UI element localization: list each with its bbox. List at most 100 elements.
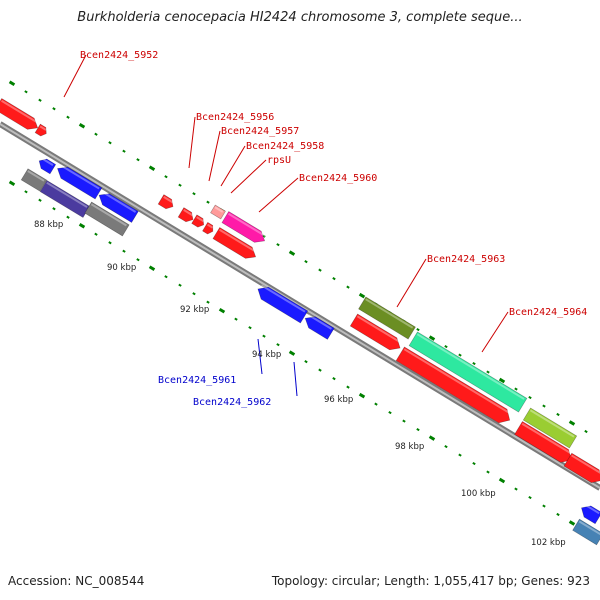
gene-feature-red-block[interactable]: [212, 227, 259, 263]
gene-feature-red-tail[interactable]: [514, 421, 576, 467]
upper-tick: [486, 370, 490, 374]
callout-leader-line: [257, 338, 263, 375]
lower-tick: [164, 275, 168, 279]
gene-feature-5952[interactable]: [0, 98, 41, 134]
callout-leader-line: [220, 145, 246, 187]
callout-leader-line: [396, 258, 427, 308]
gene-label[interactable]: Bcen2424_5956: [196, 112, 274, 123]
gene-feature-blue-1[interactable]: [36, 156, 57, 175]
gene-feature-5963[interactable]: [358, 296, 416, 340]
upper-tick-row: [8, 80, 588, 434]
gene-feature-purple[interactable]: [39, 180, 91, 218]
map-title: Burkholderia cenocepacia HI2424 chromoso…: [77, 10, 523, 25]
gene-label[interactable]: Bcen2424_5963: [427, 254, 505, 265]
upper-tick: [528, 395, 532, 400]
lower-tick: [472, 461, 476, 466]
lower-tick: [108, 241, 112, 245]
gene-feature-5962[interactable]: [302, 313, 335, 340]
lower-tick: [276, 343, 280, 347]
upper-tick: [444, 344, 448, 349]
gene-features: [0, 98, 600, 546]
lower-tick: [556, 512, 560, 517]
gene-label[interactable]: Bcen2424_5962: [193, 397, 271, 408]
gene-label[interactable]: Bcen2424_5957: [221, 126, 299, 137]
upper-tick: [276, 243, 280, 247]
gene-feature-grey-1[interactable]: [20, 168, 48, 192]
upper-tick: [498, 377, 506, 384]
upper-tick: [24, 90, 28, 94]
kbp-label-94: 94 kbp: [252, 350, 281, 360]
upper-tick: [584, 429, 588, 434]
gene-feature-5958[interactable]: [191, 214, 207, 229]
kbp-label-92: 92 kbp: [180, 305, 209, 315]
lower-tick: [94, 232, 98, 236]
kbp-label-96: 96 kbp: [324, 395, 353, 405]
gene-feature-5956[interactable]: [157, 194, 176, 212]
callout-leader-line: [208, 130, 221, 182]
upper-tick: [192, 192, 196, 196]
upper-tick: [52, 107, 56, 111]
upper-tick: [262, 234, 266, 238]
lower-tick: [206, 300, 210, 304]
upper-tick: [136, 158, 140, 162]
upper-tick: [472, 361, 476, 366]
lower-tick: [136, 258, 140, 262]
lower-tick: [38, 198, 42, 202]
lower-tick: [148, 265, 156, 271]
lower-tick: [346, 385, 350, 389]
upper-tick: [108, 141, 112, 145]
gene-label[interactable]: Bcen2424_5960: [299, 173, 377, 184]
gene-feature-5960[interactable]: [221, 211, 268, 247]
gene-feature-pink-small[interactable]: [210, 204, 226, 220]
gene-feature-grey-2[interactable]: [84, 201, 130, 237]
gene-feature-red-edge[interactable]: [563, 452, 600, 487]
lower-tick: [52, 207, 56, 211]
accession-text: Accession: NC_008544: [8, 574, 145, 588]
gene-feature-blue-3[interactable]: [96, 190, 139, 223]
gene-feature-blue-edge[interactable]: [578, 502, 600, 525]
upper-tick: [556, 412, 560, 417]
callout-leader-line: [230, 159, 267, 194]
lower-tick: [514, 487, 518, 491]
upper-tick: [346, 285, 350, 289]
gene-feature-rpsU[interactable]: [202, 221, 216, 235]
gene-feature-steel-edge[interactable]: [572, 518, 600, 546]
gene-feature-red-5963b[interactable]: [349, 313, 403, 354]
gene-feature-5964[interactable]: [408, 331, 528, 413]
callout-leader-line: [481, 311, 509, 353]
lower-tick: [66, 215, 70, 219]
kbp-label-90: 90 kbp: [107, 263, 136, 273]
lower-tick: [248, 326, 252, 330]
upper-tick: [458, 353, 462, 357]
lower-tick: [304, 360, 308, 364]
gene-label[interactable]: Bcen2424_5964: [509, 307, 587, 318]
gene-label[interactable]: Bcen2424_5961: [158, 375, 236, 386]
kbp-label-88: 88 kbp: [34, 220, 63, 230]
gene-feature-5957[interactable]: [177, 207, 196, 225]
lower-tick: [332, 377, 336, 381]
gene-feature-red-5964b[interactable]: [395, 346, 514, 427]
kbp-label-100: 100 kbp: [461, 489, 496, 499]
lower-tick: [218, 307, 226, 314]
gene-feature-small[interactable]: [34, 123, 49, 138]
lower-tick: [568, 520, 576, 526]
upper-tick: [304, 260, 308, 264]
backbone-highlight: [0, 123, 600, 489]
upper-tick: [164, 175, 168, 179]
lower-tick: [428, 435, 436, 441]
gene-label[interactable]: Bcen2424_5958: [246, 141, 324, 152]
upper-tick: [78, 123, 86, 129]
lower-tick: [122, 249, 126, 253]
gene-feature-5961[interactable]: [254, 283, 309, 324]
lower-tick: [416, 428, 420, 432]
kbp-label-102: 102 kbp: [531, 538, 566, 548]
lower-tick: [498, 477, 506, 484]
gene-label[interactable]: rpsU: [267, 155, 291, 166]
gene-feature-blue-2[interactable]: [54, 163, 103, 200]
lower-tick: [262, 334, 266, 338]
lower-tick: [24, 190, 28, 194]
gene-label[interactable]: Bcen2424_5952: [80, 50, 158, 61]
lower-tick: [192, 292, 196, 296]
gene-feature-green-tail[interactable]: [522, 407, 578, 449]
